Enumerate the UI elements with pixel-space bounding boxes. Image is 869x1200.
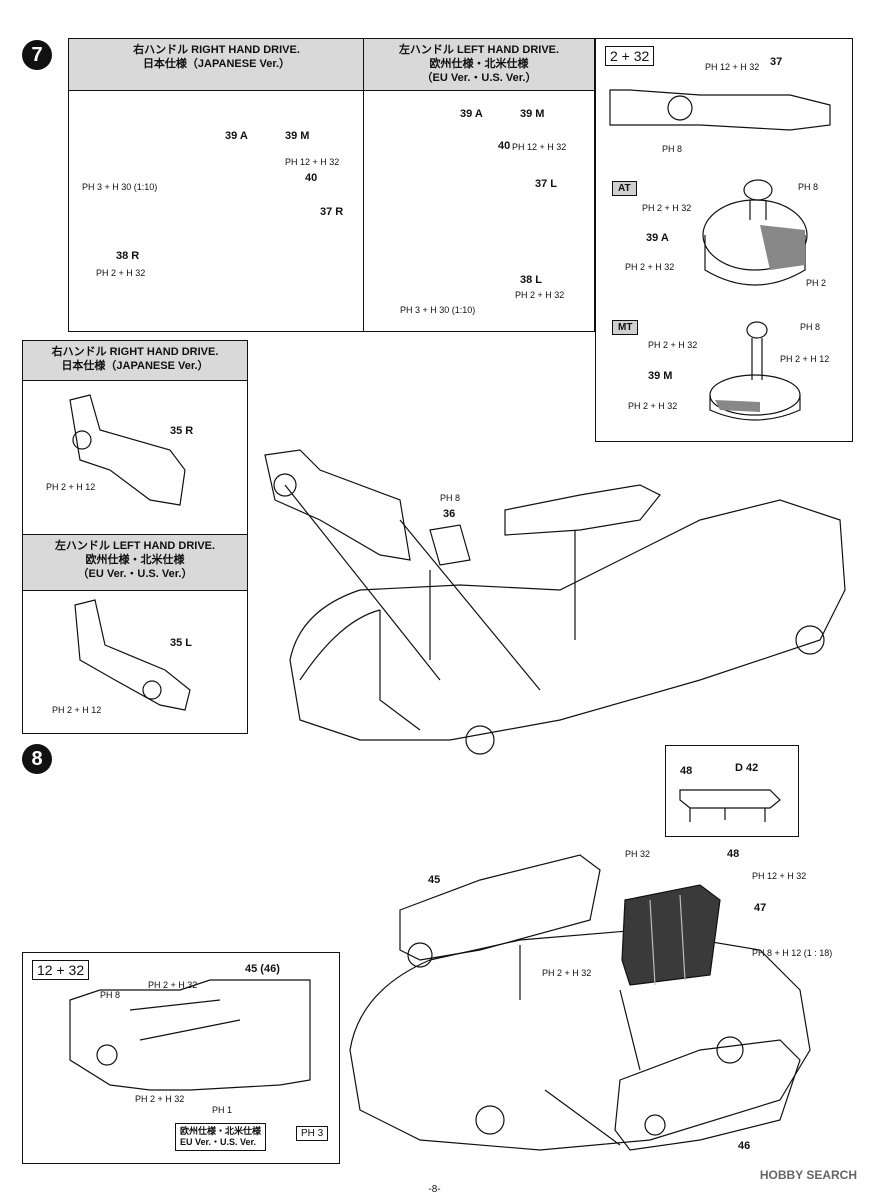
eu-us-version-note: 欧州仕様・北米仕様 EU Ver.・U.S. Ver. xyxy=(175,1123,267,1151)
lhd-header-line3: （EU Ver.・U.S. Ver.） xyxy=(421,72,537,84)
door-paint-8-label: PH 8 xyxy=(100,990,121,1000)
rhd-header-line2: 日本仕様（JAPANESE Ver.） xyxy=(142,58,291,70)
step7-rhd-header: 右ハンドル RIGHT HAND DRIVE. 日本仕様（JAPANESE Ve… xyxy=(69,39,364,91)
lhd-header-line1: 左ハンドル LEFT HAND DRIVE. xyxy=(398,44,560,56)
d42-label: D 42 xyxy=(735,762,759,774)
mt-part-39m-label: 39 M xyxy=(648,370,673,382)
step8-paint-2-32-label: PH 2 + H 32 xyxy=(542,968,592,978)
part-48-label: 48 xyxy=(727,848,740,860)
side-lhd-panel: 左ハンドル LEFT HAND DRIVE. 欧州仕様・北米仕様 （EU Ver… xyxy=(22,534,248,734)
part-38r-label: 38 R xyxy=(116,250,140,262)
at-paint-2-label: PH 2 xyxy=(806,278,827,288)
part-48-top-label: 48 xyxy=(680,765,693,777)
step8-paint-32-label: PH 32 xyxy=(625,849,651,859)
side-lhd-header: 左ハンドル LEFT HAND DRIVE. 欧州仕様・北米仕様 （EU Ver… xyxy=(23,535,247,591)
paint-2-32-label: PH 2 + H 32 xyxy=(96,268,146,278)
side-rhd-paint-2-12-label: PH 2 + H 12 xyxy=(46,482,96,492)
side-lhd-header-line1: 左ハンドル LEFT HAND DRIVE. xyxy=(54,540,216,552)
lhd-paint-3-30-label: PH 3 + H 30 (1:10) xyxy=(400,305,476,315)
part-46-label: 46 xyxy=(738,1140,751,1152)
door-paint-2-32-label: PH 2 + H 32 xyxy=(148,980,198,990)
part-45-46-label: 45 (46) xyxy=(245,963,280,975)
at-tag: AT xyxy=(612,181,637,196)
lhd-paint-12-32-label: PH 12 + H 32 xyxy=(512,142,567,152)
part-35l-label: 35 L xyxy=(170,637,193,649)
watermark: HOBBY SEARCH xyxy=(759,1168,857,1182)
shift-paint-8-label: PH 8 xyxy=(662,144,683,154)
lhd-part-39m-label: 39 M xyxy=(520,108,545,120)
paint-code-box: 2 + 32 xyxy=(605,46,655,66)
part-39a-label: 39 A xyxy=(225,130,248,142)
chassis-paint-8-label: PH 8 xyxy=(440,493,461,503)
part-35r-label: 35 R xyxy=(170,425,194,437)
lhd-part-40-label: 40 xyxy=(498,140,511,152)
part-37r-label: 37 R xyxy=(320,206,344,218)
side-lhd-header-line2: 欧州仕様・北米仕様 xyxy=(85,554,185,566)
step8-paint-8-12-label: PH 8 + H 12 (1 : 18) xyxy=(752,948,833,958)
mt-paint-2-12-label: PH 2 + H 12 xyxy=(780,354,830,364)
part-37l-label: 37 L xyxy=(535,178,558,190)
step8-paint-12-32-label: PH 12 + H 32 xyxy=(752,871,807,881)
step7-lhd-header: 左ハンドル LEFT HAND DRIVE. 欧州仕様・北米仕様 （EU Ver… xyxy=(364,39,594,91)
side-lhd-header-line3: （EU Ver.・U.S. Ver.） xyxy=(77,568,193,580)
step8-paint-code-box: 12 + 32 xyxy=(32,960,90,980)
door-paint-1-label: PH 1 xyxy=(212,1105,233,1115)
part-45-label: 45 xyxy=(428,874,441,886)
mt-paint-2-32b-label: PH 2 + H 32 xyxy=(628,401,678,411)
eu-us-note-line2: EU Ver.・U.S. Ver. xyxy=(180,1137,257,1147)
paint-12-32-label: PH 12 + H 32 xyxy=(285,157,340,167)
step8-part-detail-box xyxy=(665,745,799,837)
mt-paint-2-32-label: PH 2 + H 32 xyxy=(648,340,698,350)
step7-rhd-panel: 右ハンドル RIGHT HAND DRIVE. 日本仕様（JAPANESE Ve… xyxy=(68,38,365,332)
step8-door-detail-box xyxy=(22,952,340,1164)
eu-us-paint-box: PH 3 xyxy=(296,1126,329,1141)
shift-paint-12-32-label: PH 12 + H 32 xyxy=(705,62,760,72)
side-rhd-header-line1: 右ハンドル RIGHT HAND DRIVE. xyxy=(51,346,219,358)
part-37-label: 37 xyxy=(770,56,783,68)
mt-tag: MT xyxy=(612,320,639,335)
side-rhd-header: 右ハンドル RIGHT HAND DRIVE. 日本仕様（JAPANESE Ve… xyxy=(23,341,247,381)
at-paint-8-label: PH 8 xyxy=(798,182,819,192)
side-rhd-header-line2: 日本仕様（JAPANESE Ver.） xyxy=(61,360,209,372)
lhd-header-line2: 欧州仕様・北米仕様 xyxy=(429,58,529,70)
lhd-paint-2-32-label: PH 2 + H 32 xyxy=(515,290,565,300)
part-47-label: 47 xyxy=(754,902,767,914)
step-7-number: 7 xyxy=(22,40,52,70)
page-number: -8- xyxy=(428,1184,441,1195)
door-paint-2-32b-label: PH 2 + H 32 xyxy=(135,1094,185,1104)
part-36-label: 36 xyxy=(443,508,456,520)
at-part-39a-label: 39 A xyxy=(646,232,669,244)
part-40-label: 40 xyxy=(305,172,318,184)
paint-3-30-label: PH 3 + H 30 (1:10) xyxy=(82,182,158,192)
at-paint-2-32-label: PH 2 + H 32 xyxy=(642,203,692,213)
eu-us-note-line1: 欧州仕様・北米仕様 xyxy=(180,1126,262,1136)
step-8-number: 8 xyxy=(22,744,52,774)
step7-lhd-panel: 左ハンドル LEFT HAND DRIVE. 欧州仕様・北米仕様 （EU Ver… xyxy=(363,38,595,332)
at-paint-2-32b-label: PH 2 + H 32 xyxy=(625,262,675,272)
mt-paint-8-label: PH 8 xyxy=(800,322,821,332)
part-39m-label: 39 M xyxy=(285,130,310,142)
side-rhd-panel: 右ハンドル RIGHT HAND DRIVE. 日本仕様（JAPANESE Ve… xyxy=(22,340,248,536)
rhd-header-line1: 右ハンドル RIGHT HAND DRIVE. xyxy=(133,44,300,56)
step7-shift-panel xyxy=(595,38,853,442)
lhd-part-39a-label: 39 A xyxy=(460,108,483,120)
part-38l-label: 38 L xyxy=(520,274,543,286)
side-lhd-paint-2-12-label: PH 2 + H 12 xyxy=(52,705,102,715)
